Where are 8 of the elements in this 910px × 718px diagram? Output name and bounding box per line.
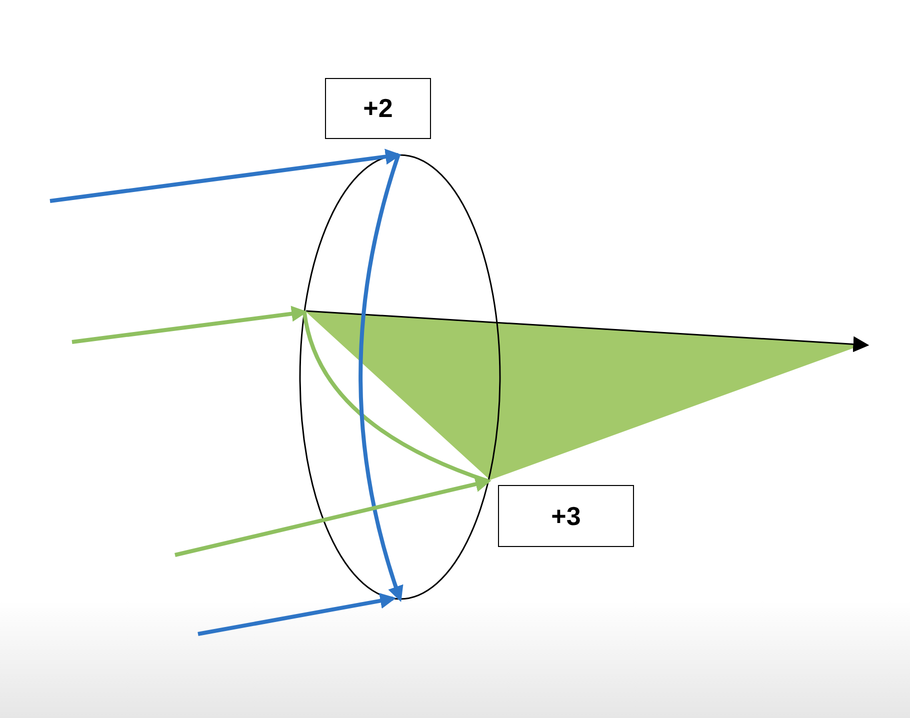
arrow (358, 154, 404, 602)
label-box: +3 (498, 485, 634, 547)
arrow (174, 476, 492, 557)
arrow (72, 306, 308, 344)
arrow (50, 148, 402, 203)
lens-ellipse (299, 154, 501, 600)
arrow (198, 592, 396, 636)
label-box: +2 (325, 78, 431, 139)
